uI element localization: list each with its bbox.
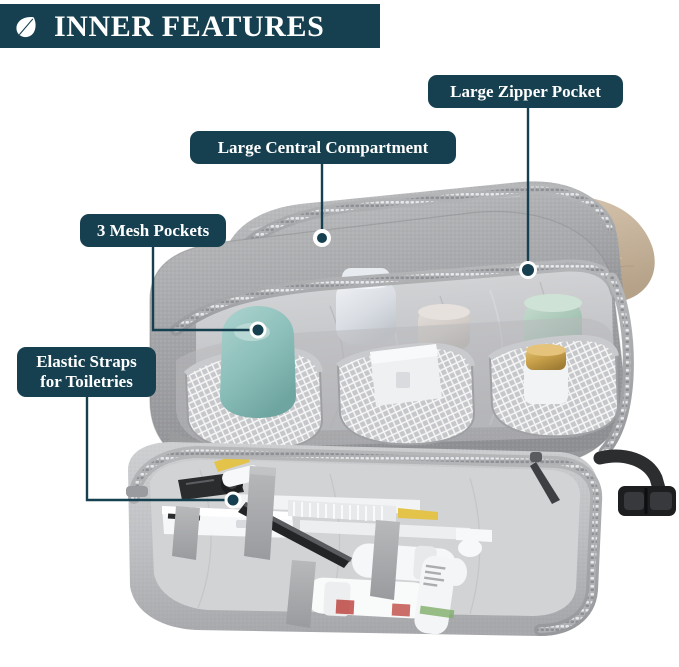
gold-cap-bottle — [524, 344, 568, 404]
small-caps — [445, 539, 482, 586]
elastic-strap-1 — [244, 466, 276, 560]
side-zipper — [598, 272, 634, 458]
elastic-strap-2 — [172, 506, 200, 560]
comb — [288, 500, 438, 522]
buckle — [618, 486, 676, 516]
page-title: INNER FEATURES — [54, 9, 325, 43]
product-photo — [0, 48, 679, 667]
zipper-pull — [530, 452, 560, 504]
flap-with-elastic-straps — [128, 442, 603, 636]
top-zipper — [226, 183, 616, 268]
callout-three-mesh-pockets[interactable]: 3 Mesh Pockets — [80, 214, 226, 247]
labeled-bottle — [414, 555, 456, 635]
header-banner: INNER FEATURES — [0, 4, 380, 49]
teal-bottle — [220, 306, 296, 418]
lotion-bottle-2 — [306, 577, 430, 619]
callout-large-central-compartment[interactable]: Large Central Compartment — [190, 131, 456, 164]
left-zipper-tab — [126, 486, 148, 497]
elastic-strap-3 — [370, 520, 400, 600]
white-tube — [370, 344, 442, 406]
callout-elastic-straps-for-toiletries[interactable]: Elastic Straps for Toiletries — [17, 347, 156, 397]
elastic-strap-4 — [286, 560, 316, 628]
leaf-icon — [16, 16, 36, 37]
callout-large-zipper-pocket[interactable]: Large Zipper Pocket — [428, 75, 623, 108]
